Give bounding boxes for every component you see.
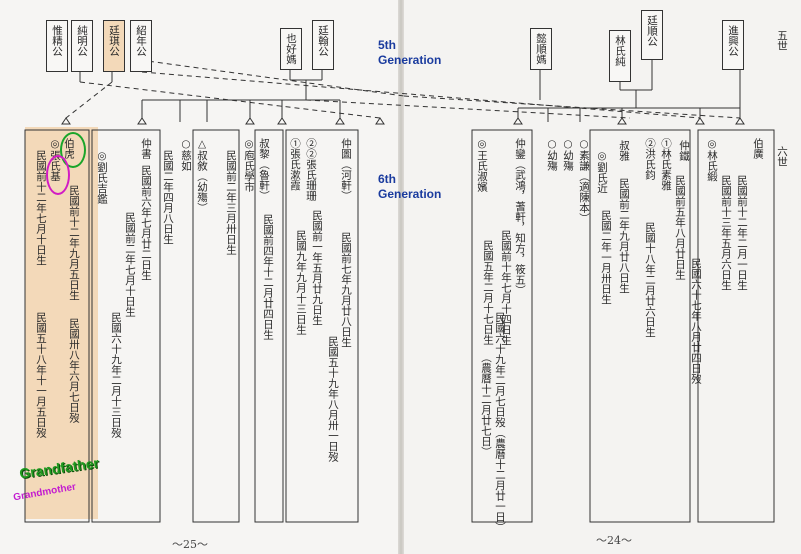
- text-chunming: 純明公: [76, 25, 88, 57]
- label-6th-generation: 6th Generation: [378, 172, 441, 202]
- label-6th-line1: 6th: [378, 172, 396, 186]
- label-5th-generation: 5th Generation: [378, 38, 441, 68]
- text-tingqi: 廷琪公: [108, 25, 120, 57]
- entry-zhongtu-death: 民國五十九年八月卅一日歿: [327, 336, 339, 462]
- entry-pang-birth: 民國前二年三月卅日生: [225, 150, 237, 255]
- entry-ciru-birth: 民國二年四月八日生: [162, 150, 174, 245]
- entry-youshang-2: ○幼殤: [562, 138, 574, 171]
- entry-hong-jun: ②洪氏鈞: [644, 138, 656, 180]
- entry-liu-spouse: ◎劉氏吉鑑: [96, 150, 108, 204]
- page-number-left: ～25～: [172, 538, 208, 551]
- entry-boguang-birth: 民國前十二年二月一日生: [736, 175, 748, 291]
- box-tingqi: 廷琪公: [103, 20, 125, 72]
- entry-zhongtie-name: 仲鐵: [678, 140, 690, 161]
- text-weiqing: 惟精公: [51, 25, 63, 57]
- box-tinghan: 廷翰公: [312, 20, 334, 70]
- label-fifth-generation-cn: 五世: [776, 30, 788, 51]
- text-jinxing: 進興公: [727, 25, 739, 57]
- text-shaohui: 紹年公: [135, 25, 147, 57]
- label-5th-line1: 5th: [378, 38, 396, 52]
- text-linshi: 林氏純: [614, 35, 626, 67]
- entry-bohu-death: 民國五十八年十一月五日歿: [35, 312, 47, 438]
- entry-zhang-birth: 民國前十二年九月五日生: [68, 185, 80, 301]
- entry-wang-spouse: ◎王氏淑嬪: [476, 138, 488, 192]
- entry-shuya-name: 叔雅: [618, 140, 630, 161]
- entry-shanshan-birth: 民國九年九月十三日生: [295, 230, 307, 335]
- page-number-right: ～24～: [596, 534, 632, 547]
- entry-suqian-name: ○素謙（適陳本）: [578, 138, 590, 224]
- entry-bohu-birth: 民國前十二年七月十日生: [35, 150, 47, 266]
- box-jinxing: 進興公: [722, 20, 744, 70]
- entry-youshang-1: ○幼殤: [546, 138, 558, 171]
- entry-lin-duan: ◎林氏緞: [706, 138, 718, 182]
- entry-zhongtu-name: 仲圖（河軒）: [340, 138, 352, 201]
- entry-boguang-name: 伯廣: [752, 138, 764, 159]
- entry-zhongshu-death: 民國六十九年二月十三日歿: [110, 312, 122, 438]
- box-tingzhen: 廷順公: [641, 10, 663, 60]
- entry-liujin-birth: 民國二年一月卅日生: [600, 210, 612, 305]
- box-yixun: 懿順媽: [530, 28, 552, 70]
- entry-hongjun-birth: 民國十八年二月廿六日生: [644, 222, 656, 338]
- text-yehao: 也好媽: [285, 33, 297, 65]
- text-tingzhen: 廷順公: [646, 15, 658, 47]
- entry-liu-jin: ◎劉氏近: [596, 150, 608, 194]
- entry-shuli-birth: 民國前四年十二月廿四日生: [262, 214, 274, 340]
- text-tinghan: 廷翰公: [317, 25, 329, 57]
- grandmother-circle: [46, 155, 70, 195]
- entry-zhongshu-birth: 民國前六年七月廿二日生: [140, 165, 152, 281]
- entry-shuya-birth: 民國前二年九月廿八日生: [618, 178, 630, 294]
- label-6th-line2: Generation: [378, 187, 442, 201]
- box-weiqing: 惟精公: [46, 20, 68, 72]
- entry-linduan-birth: 民國前十三年五月六日生: [720, 175, 732, 291]
- entry-pang-spouse: ◎庖氏學市: [243, 138, 255, 192]
- entry-zhongluan-name: 仲鑾（武鴻，蓍軒，知方，筱五）: [514, 138, 526, 296]
- entry-zhongtie-birth: 民國前五年八月廿日生: [674, 175, 686, 280]
- entry-ciru-name: ○慈如: [180, 138, 192, 171]
- entry-wang-birth: 民國五年二月十七日生: [482, 240, 494, 345]
- book-gutter: [398, 0, 404, 554]
- box-shaohui: 紹年公: [130, 20, 152, 72]
- entry-shuxu-name: △叔敘（幼殤）: [196, 138, 208, 213]
- right-page: [404, 0, 801, 554]
- entry-zhang-death: 民國卅八年六月七日歿: [68, 318, 80, 423]
- entry-lunar-date: （農曆十二月廿七日）: [480, 352, 492, 457]
- box-chunming: 純明公: [71, 20, 93, 72]
- entry-zhang-shanshan: ②②張氏珊珊: [305, 138, 317, 201]
- entry-zhongluan-death: 民國六十九年二月七日歿（農曆十二月廿一日）: [494, 312, 506, 533]
- box-yehao: 也好媽: [280, 28, 302, 70]
- grandfather-circle: [60, 132, 86, 168]
- label-sixth-generation-cn: 六世: [776, 146, 788, 167]
- entry-zhongtie-death: 民國六十七年八月廿四日歿: [690, 258, 702, 384]
- entry-zhongluan-birth: 民國前十年七月十四日生: [500, 230, 512, 346]
- entry-zhongtu-birth: 民國前七年九月廿八日生: [340, 232, 352, 348]
- text-yixun: 懿順媽: [535, 33, 547, 65]
- entry-lin-suya: ①林氏素雅: [660, 138, 672, 191]
- entry-shuli-name: 叔黎（魯軒）: [258, 138, 270, 201]
- entry-shuxia-birth: 民國前一年五月廿九日生: [311, 210, 323, 326]
- entry-liu-birth: 民國前二年七月十日生: [124, 212, 136, 317]
- entry-zhongshu-name: 仲書: [140, 138, 152, 159]
- entry-zhang-shuxia: ①張氏漱霞: [289, 138, 301, 191]
- box-linshi: 林氏純: [609, 30, 631, 82]
- label-5th-line2: Generation: [378, 53, 442, 67]
